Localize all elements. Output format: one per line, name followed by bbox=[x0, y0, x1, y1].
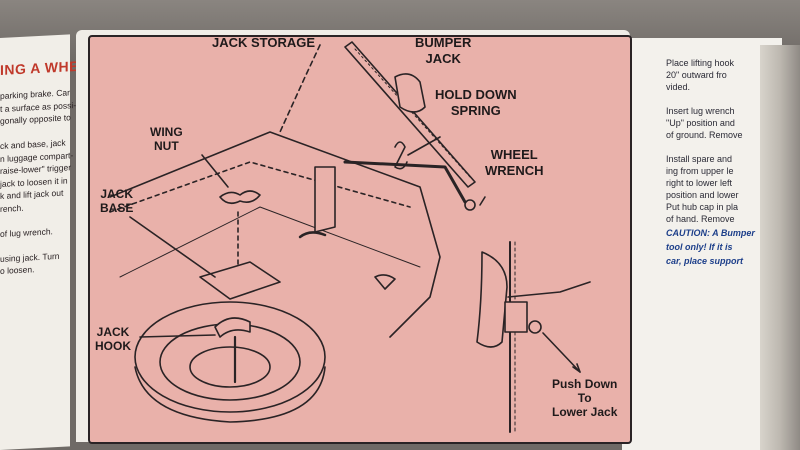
push-down-leader bbox=[542, 332, 581, 373]
label-jack-base: JACK BASE bbox=[100, 187, 134, 215]
right-page-text-line: position and lower bbox=[666, 190, 739, 200]
push-down-arrowhead bbox=[572, 363, 581, 373]
hold-down-spring bbox=[394, 141, 408, 170]
label-push-down: Push Down To Lower Jack bbox=[552, 377, 618, 419]
right-page-text-line: "Up" position and bbox=[666, 118, 735, 128]
detail-lever bbox=[476, 251, 508, 348]
label-wheel-wrench: WHEEL WRENCH bbox=[485, 147, 544, 178]
wrench-socket bbox=[464, 199, 476, 211]
label-bumper-jack: BUMPER JACK bbox=[415, 35, 472, 66]
left-page-text-line: k and lift jack out bbox=[0, 187, 64, 201]
jack-hook-leader bbox=[139, 334, 216, 338]
left-page-text-line: of lug wrench. bbox=[0, 225, 53, 239]
right-page: Place lifting hook 20" outward fro vided. I… bbox=[622, 38, 782, 450]
bumper-jack-head bbox=[394, 73, 426, 113]
left-page-text-line: rench. bbox=[0, 202, 24, 214]
bumper-jack-teeth bbox=[354, 48, 471, 178]
caution-line: car, place support bbox=[666, 256, 744, 266]
diagram-panel: JACK STORAGE BUMPER JACK HOLD DOWN SPRIN… bbox=[88, 35, 632, 444]
wing-nut bbox=[219, 190, 261, 205]
wrench-leader bbox=[479, 196, 486, 206]
bumper-jack-post bbox=[344, 41, 476, 188]
left-page-text-line: gonally opposite to bbox=[0, 112, 71, 126]
trunk-inner-line bbox=[109, 161, 411, 213]
detail-arm bbox=[507, 281, 591, 298]
tire-hub bbox=[189, 346, 271, 388]
book-edge bbox=[760, 45, 800, 450]
jack-bracket bbox=[314, 166, 336, 233]
right-page-text-line: Insert lug wrench bbox=[666, 106, 735, 116]
jack-base-leader bbox=[129, 216, 216, 278]
right-page-text-line: of hand. Remove bbox=[666, 214, 735, 224]
left-page-text-line: o loosen. bbox=[0, 264, 35, 276]
jack-base bbox=[199, 261, 281, 300]
trunk-floor-line bbox=[119, 206, 421, 278]
caution-line: CAUTION: A Bumper bbox=[666, 228, 755, 238]
caution-line: tool only! If it is bbox=[666, 242, 733, 252]
tire-well-outer bbox=[134, 301, 326, 413]
tire-well-bottom bbox=[134, 366, 326, 423]
right-page-text-line: Put hub cap in pla bbox=[666, 202, 739, 212]
latch-clip bbox=[374, 274, 396, 290]
bracket-handle bbox=[298, 231, 327, 239]
label-jack-hook: JACK HOOK bbox=[95, 325, 131, 353]
right-page-text-line: Install spare and bbox=[666, 154, 733, 164]
jack-hook bbox=[214, 317, 251, 338]
right-page-text-line: of ground. Remove bbox=[666, 130, 743, 140]
label-jack-storage: JACK STORAGE bbox=[212, 35, 316, 50]
spring-leader bbox=[407, 136, 441, 156]
trunk-outline bbox=[109, 131, 441, 338]
detail-trigger bbox=[528, 320, 542, 334]
right-page-text-line: vided. bbox=[666, 82, 691, 92]
right-page-text-line: 20" outward fro bbox=[666, 70, 727, 80]
jack-diagram bbox=[109, 41, 591, 433]
jack-storage-leader bbox=[279, 44, 321, 133]
detail-clamp bbox=[504, 301, 528, 333]
label-wing-nut: WING NUT bbox=[150, 125, 183, 153]
right-page-text-line: ing from upper le bbox=[666, 166, 734, 176]
label-hold-down-spring: HOLD DOWN SPRING bbox=[435, 87, 517, 118]
wing-nut-leader bbox=[201, 154, 229, 188]
left-page-text-line: using jack. Turn bbox=[0, 250, 60, 264]
right-page-text-line: Place lifting hook bbox=[666, 58, 735, 68]
right-page-text-line: right to lower left bbox=[666, 178, 733, 188]
